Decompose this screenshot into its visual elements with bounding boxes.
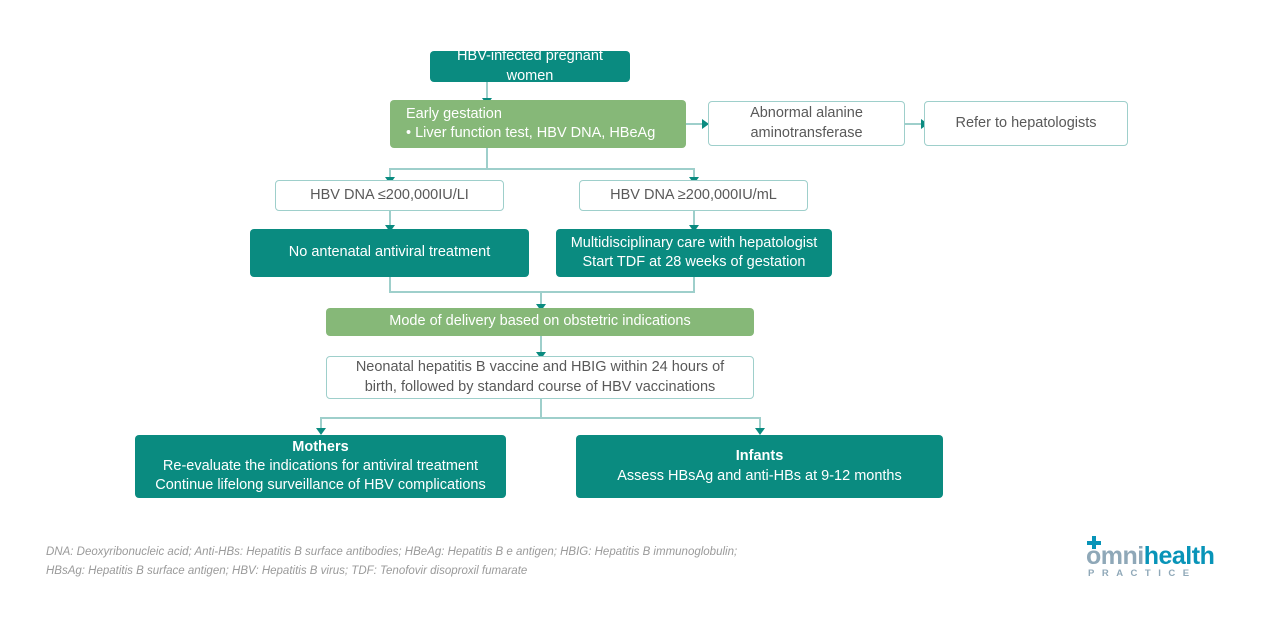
connector-alt-to-refer	[905, 123, 923, 125]
node-early-gestation[interactable]: Early gestation • Liver function test, H…	[390, 100, 686, 148]
footnote-line-1: DNA: Deoxyribonucleic acid; Anti-HBs: He…	[46, 546, 738, 558]
omnihealth-practice-logo: omnihealth PRACTICE	[1086, 536, 1226, 582]
connector-dna-low-drop	[389, 168, 391, 180]
arrow-early-gestation-to-alt	[702, 119, 709, 129]
node-mothers[interactable]: Mothers Re-evaluate the indications for …	[135, 435, 506, 498]
node-root[interactable]: HBV-infected pregnant women	[430, 48, 630, 84]
connector-mothers-drop	[320, 417, 322, 431]
node-neonatal[interactable]: Neonatal hepatitis B vaccine and HBIG wi…	[326, 356, 754, 399]
footnote-line-2: HBsAg: Hepatitis B surface antigen; HBV:…	[46, 564, 528, 577]
node-root-label: HBV-infected pregnant women	[457, 48, 603, 84]
node-neonatal-line2: birth, followed by standard course of HB…	[364, 378, 716, 395]
connector-neonatal-down	[540, 398, 542, 418]
node-abnormal-alt-line1: Abnormal alanine	[750, 105, 863, 122]
node-no-antiviral-label: No antenatal antiviral treatment	[288, 244, 491, 261]
connector-dna-split-horizontal	[389, 168, 695, 170]
node-dna-low-label: HBV DNA ≤200,000IU/LI	[310, 186, 469, 203]
node-mode-of-delivery-label: Mode of delivery based on obstetric indi…	[389, 313, 691, 330]
arrow-to-infants	[755, 428, 765, 435]
node-abnormal-alt-line2: aminotransferase	[750, 124, 863, 141]
node-neonatal-line1: Neonatal hepatitis B vaccine and HBIG wi…	[355, 359, 725, 376]
node-dna-high[interactable]: HBV DNA ≥200,000IU/mL	[579, 180, 808, 211]
node-infants[interactable]: Infants Assess HBsAg and anti-HBs at 9-1…	[576, 435, 943, 498]
arrow-dna-low-to-no-antiviral	[385, 225, 395, 232]
arrow-mode-to-neonatal	[536, 352, 546, 359]
connector-merge-horizontal	[389, 291, 695, 293]
connector-outcome-split-horizontal	[320, 417, 760, 419]
logo-omni-text: omni	[1086, 542, 1144, 570]
logo-practice-text: PRACTICE	[1088, 568, 1197, 579]
node-refer-hepatologists[interactable]: Refer to hepatologists	[924, 101, 1128, 146]
node-infants-line1: Assess HBsAg and anti-HBs at 9-12 months	[617, 467, 902, 484]
node-multidisciplinary[interactable]: Multidisciplinary care with hepatologist…	[556, 229, 832, 277]
node-dna-high-label: HBV DNA ≥200,000IU/mL	[610, 186, 777, 203]
abbreviations-footnote: DNA: Deoxyribonucleic acid; Anti-HBs: He…	[46, 543, 926, 581]
node-early-gestation-line2: • Liver function test, HBV DNA, HBeAg	[406, 125, 656, 141]
node-abnormal-alt[interactable]: Abnormal alanine aminotransferase	[708, 101, 905, 146]
node-mothers-line2: Continue lifelong surveillance of HBV co…	[155, 477, 486, 494]
node-dna-low[interactable]: HBV DNA ≤200,000IU/LI	[275, 180, 504, 211]
connector-multidisciplinary-down	[693, 277, 695, 293]
node-mode-of-delivery[interactable]: Mode of delivery based on obstetric indi…	[326, 308, 754, 336]
connector-early-gestation-down	[486, 148, 488, 169]
node-multidisciplinary-line1: Multidisciplinary care with hepatologist	[570, 234, 818, 251]
connector-root-to-early-gestation	[486, 82, 488, 100]
connector-dna-high-drop	[693, 168, 695, 180]
node-multidisciplinary-line2: Start TDF at 28 weeks of gestation	[582, 254, 806, 270]
node-refer-hepatologists-label: Refer to hepatologists	[955, 114, 1097, 131]
node-infants-title: Infants	[735, 448, 784, 465]
arrow-to-mothers	[316, 428, 326, 435]
connector-no-antiviral-down	[389, 277, 391, 293]
connector-early-gestation-to-alt	[686, 123, 704, 125]
node-early-gestation-line1: Early gestation	[406, 105, 502, 122]
node-mothers-title: Mothers	[292, 438, 349, 455]
connector-mode-to-neonatal	[540, 336, 542, 354]
plus-icon-bar	[1087, 540, 1101, 545]
connector-dna-high-to-multidisciplinary	[693, 210, 695, 228]
connector-infants-drop	[759, 417, 761, 431]
arrow-to-mode-of-delivery	[536, 304, 546, 311]
logo-health-text: health	[1143, 542, 1215, 570]
node-mothers-line1: Re-evaluate the indications for antivira…	[162, 457, 479, 474]
logo-wordmark: omnihealth	[1086, 542, 1215, 571]
connector-merge-to-mode-of-delivery	[540, 291, 542, 307]
arrow-dna-high-to-multidisciplinary	[689, 225, 699, 232]
node-no-antiviral[interactable]: No antenatal antiviral treatment	[250, 229, 529, 277]
connector-dna-low-to-no-antiviral	[389, 210, 391, 228]
